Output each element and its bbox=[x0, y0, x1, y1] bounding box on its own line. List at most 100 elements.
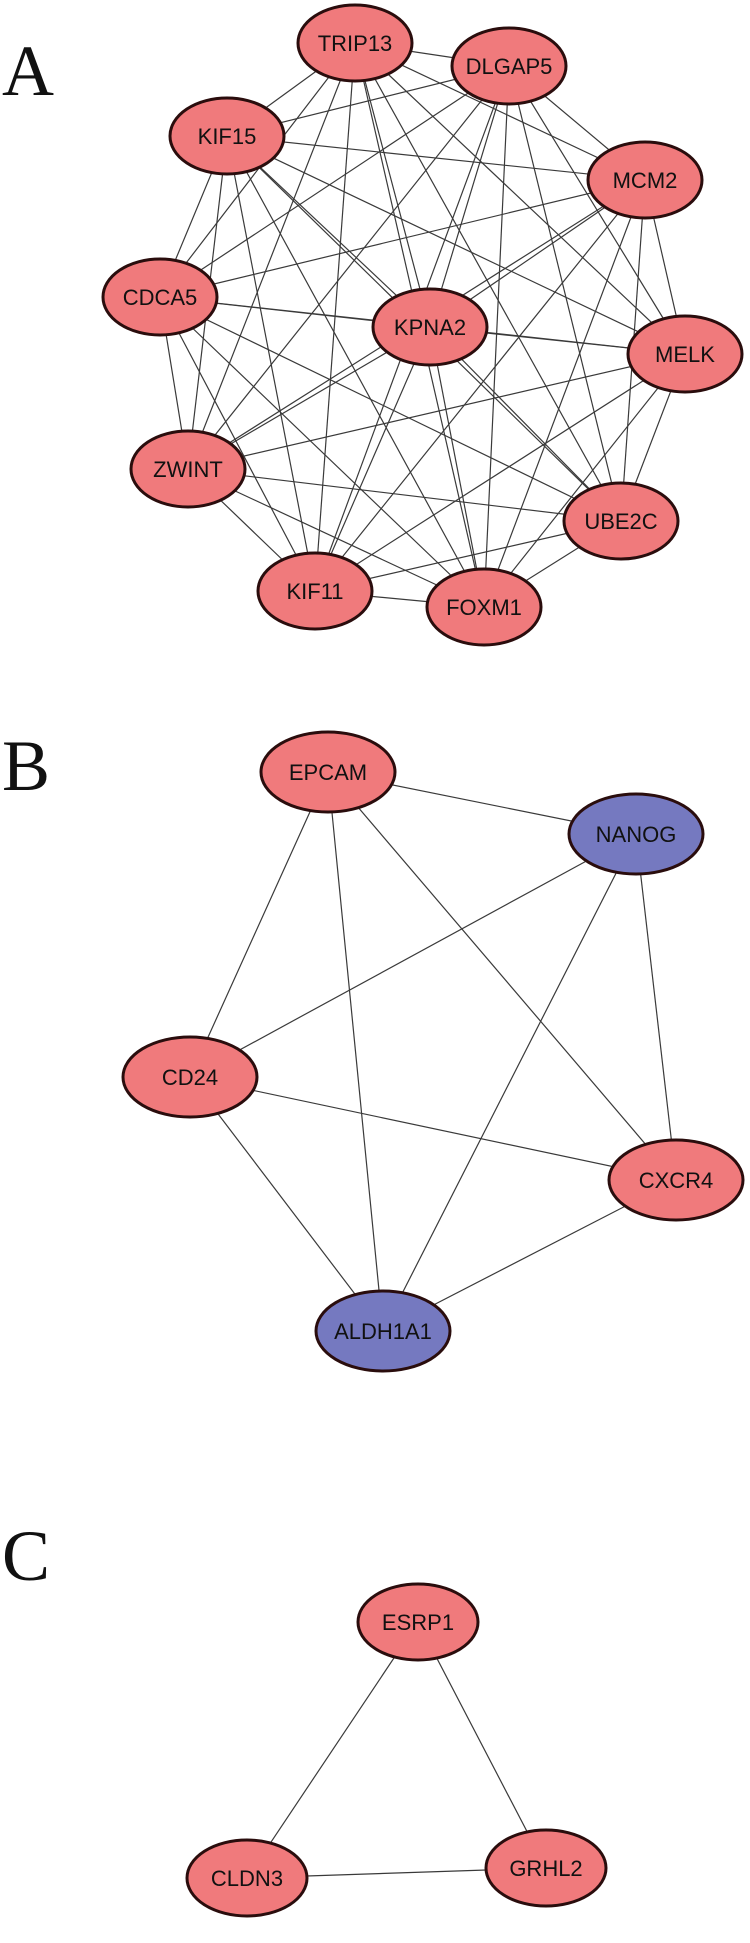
node-ellipse-aldh1a1 bbox=[314, 1289, 452, 1373]
edge-cdca5-foxm1 bbox=[159, 296, 485, 608]
node-ellipse-kif15 bbox=[168, 96, 286, 176]
node-kif15: KIF15 bbox=[168, 96, 286, 176]
edge-cd24-cxcr4 bbox=[189, 1076, 677, 1181]
node-mcm2: MCM2 bbox=[586, 140, 704, 220]
node-esrp1: ESRP1 bbox=[356, 1582, 480, 1662]
edge-zwint-foxm1 bbox=[187, 468, 485, 608]
node-cd24: CD24 bbox=[121, 1035, 259, 1119]
node-trip13: TRIP13 bbox=[296, 3, 414, 83]
node-ellipse-mcm2 bbox=[586, 140, 704, 220]
node-kpna2: KPNA2 bbox=[371, 287, 489, 367]
edge-epcam-aldh1a1 bbox=[327, 771, 384, 1332]
node-label-ube2c: UBE2C bbox=[584, 509, 657, 534]
edge-dlgap5-kpna2 bbox=[429, 65, 510, 328]
node-label-kif15: KIF15 bbox=[198, 124, 257, 149]
node-label-melk: MELK bbox=[655, 342, 715, 367]
edge-cdca5-ube2c bbox=[159, 296, 622, 522]
node-ellipse-esrp1 bbox=[356, 1582, 480, 1662]
edge-mcm2-kif11 bbox=[314, 179, 646, 592]
node-nanog: NANOG bbox=[567, 792, 705, 876]
edge-esrp1-grhl2 bbox=[417, 1621, 547, 1869]
node-label-kpna2: KPNA2 bbox=[394, 315, 466, 340]
edge-mcm2-cdca5 bbox=[159, 179, 646, 298]
node-ellipse-grhl2 bbox=[484, 1828, 608, 1908]
panel-letter-a: A bbox=[2, 31, 54, 111]
node-ellipse-cdca5 bbox=[101, 257, 219, 337]
node-epcam: EPCAM bbox=[259, 730, 397, 814]
node-ellipse-cd24 bbox=[121, 1035, 259, 1119]
node-cdca5: CDCA5 bbox=[101, 257, 219, 337]
panel-letter-c: C bbox=[2, 1516, 50, 1596]
edge-trip13-zwint bbox=[187, 42, 356, 470]
edge-dlgap5-cdca5 bbox=[159, 65, 510, 298]
node-label-esrp1: ESRP1 bbox=[382, 1610, 454, 1635]
node-ellipse-epcam bbox=[259, 730, 397, 814]
edge-dlgap5-foxm1 bbox=[483, 65, 510, 608]
edge-epcam-cd24 bbox=[189, 771, 329, 1078]
edge-dlgap5-ube2c bbox=[508, 65, 622, 522]
edge-kif15-melk bbox=[226, 135, 686, 355]
node-ube2c: UBE2C bbox=[562, 481, 680, 561]
panel-c-edges bbox=[246, 1621, 547, 1879]
node-ellipse-foxm1 bbox=[425, 567, 543, 647]
edge-cdca5-kif11 bbox=[159, 296, 316, 592]
node-label-foxm1: FOXM1 bbox=[446, 595, 522, 620]
edge-kif15-mcm2 bbox=[226, 135, 646, 181]
node-label-mcm2: MCM2 bbox=[613, 168, 678, 193]
edge-trip13-kpna2 bbox=[354, 42, 431, 328]
node-label-zwint: ZWINT bbox=[153, 457, 223, 482]
edge-esrp1-cldn3 bbox=[246, 1621, 419, 1879]
node-ellipse-cxcr4 bbox=[607, 1138, 745, 1222]
node-melk: MELK bbox=[626, 314, 744, 394]
edge-trip13-ube2c bbox=[354, 42, 622, 522]
node-ellipse-trip13 bbox=[296, 3, 414, 83]
edge-kpna2-kif11 bbox=[314, 326, 431, 592]
node-label-cdca5: CDCA5 bbox=[123, 285, 198, 310]
node-ellipse-melk bbox=[626, 314, 744, 394]
node-label-grhl2: GRHL2 bbox=[509, 1856, 582, 1881]
edge-epcam-cxcr4 bbox=[327, 771, 677, 1181]
node-ellipse-nanog bbox=[567, 792, 705, 876]
node-label-cxcr4: CXCR4 bbox=[639, 1168, 714, 1193]
edge-dlgap5-zwint bbox=[187, 65, 510, 470]
node-ellipse-kif11 bbox=[256, 551, 374, 631]
edge-nanog-aldh1a1 bbox=[382, 833, 637, 1332]
edge-zwint-ube2c bbox=[187, 468, 622, 522]
edge-kpna2-foxm1 bbox=[429, 326, 485, 608]
node-label-cd24: CD24 bbox=[162, 1065, 218, 1090]
edge-mcm2-foxm1 bbox=[483, 179, 646, 608]
node-label-dlgap5: DLGAP5 bbox=[466, 54, 553, 79]
edge-nanog-cd24 bbox=[189, 833, 637, 1078]
edge-trip13-mcm2 bbox=[354, 42, 646, 181]
node-ellipse-ube2c bbox=[562, 481, 680, 561]
edge-nanog-cxcr4 bbox=[635, 833, 677, 1181]
node-ellipse-cldn3 bbox=[185, 1838, 309, 1918]
node-dlgap5: DLGAP5 bbox=[450, 26, 568, 106]
node-grhl2: GRHL2 bbox=[484, 1828, 608, 1908]
node-ellipse-kpna2 bbox=[371, 287, 489, 367]
node-ellipse-zwint bbox=[129, 429, 247, 509]
edge-trip13-cdca5 bbox=[159, 42, 356, 298]
edge-melk-foxm1 bbox=[483, 353, 686, 608]
edge-melk-zwint bbox=[187, 353, 686, 470]
edge-kif15-foxm1 bbox=[226, 135, 485, 608]
node-label-cldn3: CLDN3 bbox=[211, 1866, 283, 1891]
edge-cd24-aldh1a1 bbox=[189, 1076, 384, 1332]
node-label-epcam: EPCAM bbox=[289, 760, 367, 785]
panel-letter-b: B bbox=[2, 726, 50, 806]
node-label-aldh1a1: ALDH1A1 bbox=[334, 1319, 432, 1344]
node-cxcr4: CXCR4 bbox=[607, 1138, 745, 1222]
node-zwint: ZWINT bbox=[129, 429, 247, 509]
node-label-kif11: KIF11 bbox=[286, 579, 343, 604]
node-label-trip13: TRIP13 bbox=[318, 31, 393, 56]
node-kif11: KIF11 bbox=[256, 551, 374, 631]
node-foxm1: FOXM1 bbox=[425, 567, 543, 647]
edge-melk-kif11 bbox=[314, 353, 686, 592]
